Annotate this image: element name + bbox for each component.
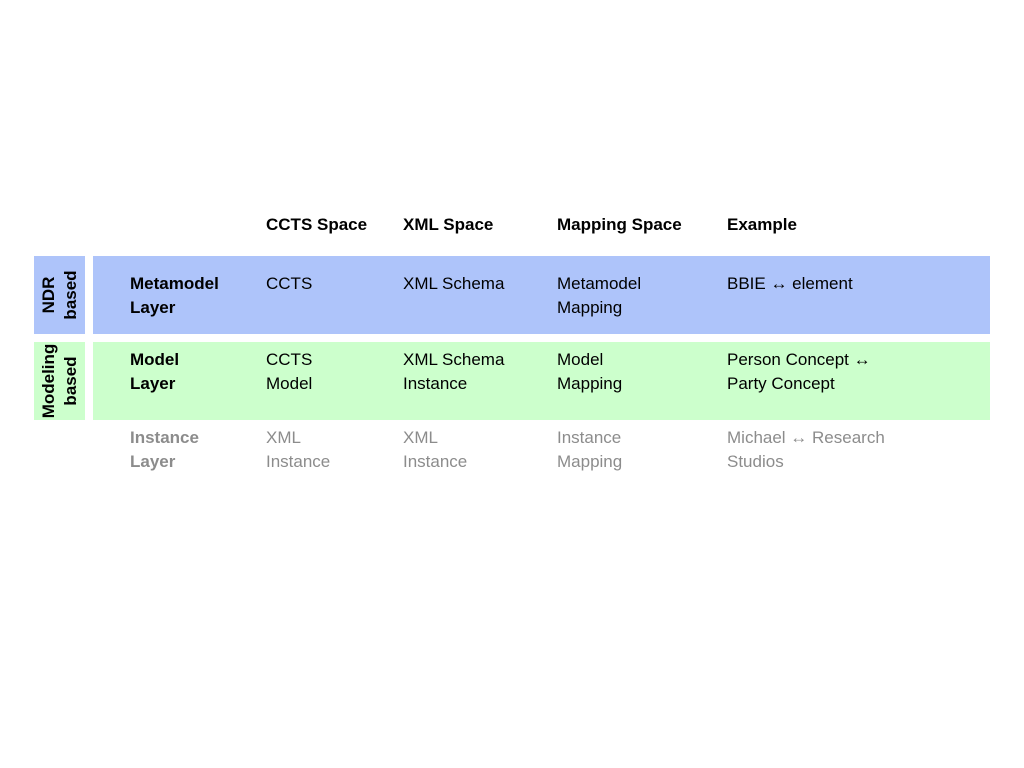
metamodel-band [93, 256, 990, 334]
metamodel-example-cell: BBIE ↔ element [727, 274, 853, 293]
metamodel-ccts-cell: CCTS [266, 274, 313, 293]
header-mapping-space: Mapping Space [557, 215, 682, 234]
model-band [93, 342, 990, 420]
modeling-based-label-box: Modeling based [34, 342, 85, 420]
header-ccts-space: CCTS Space [266, 215, 368, 234]
metamodel-xml-cell: XML Schema [403, 274, 505, 293]
ndr-based-label: NDR based [38, 270, 80, 320]
header-example: Example [727, 215, 797, 234]
model-example-cell: Person Concept ↔Party Concept [727, 350, 871, 393]
modeling-based-label: Modeling based [38, 343, 80, 419]
header-xml-space: XML Space [403, 215, 494, 234]
ndr-based-label-box: NDR based [34, 256, 85, 334]
